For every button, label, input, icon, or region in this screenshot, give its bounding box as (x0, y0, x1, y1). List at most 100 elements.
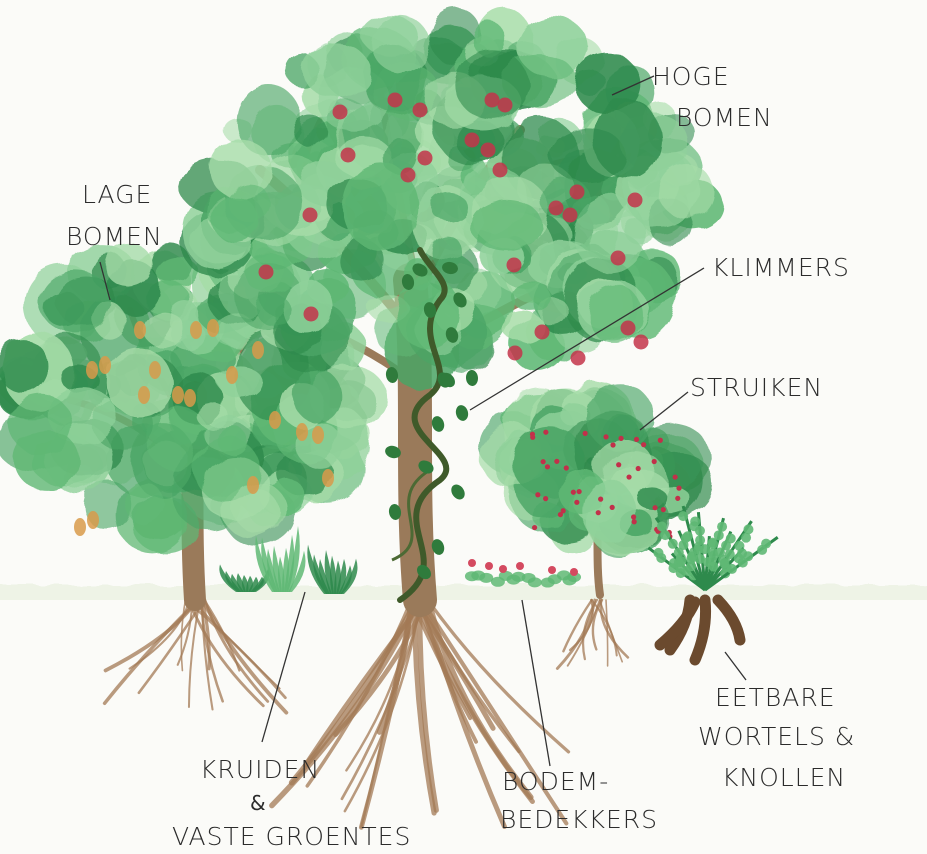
vine-leaf (430, 415, 446, 434)
vine-leaf (449, 482, 468, 502)
svg-text:BOMEN: BOMEN (66, 222, 163, 251)
apple (304, 307, 319, 322)
pear (138, 386, 150, 404)
apple (634, 335, 649, 350)
pear (312, 426, 324, 444)
pear (134, 321, 146, 339)
groundcover-leaf (528, 577, 542, 587)
vine-leaf (465, 370, 478, 387)
carrot-leaf (657, 521, 667, 531)
berry (543, 430, 548, 435)
berry (652, 459, 657, 464)
leaf-blob (293, 115, 327, 146)
leaf-blob (302, 44, 370, 97)
berry (673, 474, 678, 479)
berry (631, 514, 636, 519)
pear (269, 411, 281, 429)
svg-text:STRUIKEN: STRUIKEN (690, 373, 823, 402)
apple (507, 258, 522, 273)
svg-text:EETBARE: EETBARE (715, 683, 836, 712)
label-struiken: STRUIKEN (690, 373, 823, 402)
pear (86, 361, 98, 379)
groundcover-flower (548, 566, 556, 574)
apple (481, 143, 496, 158)
leaf-blob (218, 366, 262, 398)
leaf-blob (212, 197, 258, 243)
carrot-leaf (727, 564, 737, 574)
carrot-leaf (695, 526, 705, 536)
pear (74, 518, 86, 536)
berry (676, 486, 681, 491)
carrot-leaf (708, 539, 718, 549)
leaf-blob (39, 270, 112, 332)
apple (388, 93, 403, 108)
apple (508, 346, 523, 361)
leaf-blob (593, 98, 660, 178)
apple (498, 98, 513, 113)
pear (99, 356, 111, 374)
berry (626, 474, 631, 479)
carrot-leaf (714, 530, 724, 540)
groundcover-flower (570, 568, 578, 576)
berry (610, 505, 615, 510)
label-eetbare-wortels: EETBARE WORTELS & KNOLLEN (698, 683, 855, 792)
carrot-leaf (695, 535, 705, 545)
label-lage-bomen: LAGE BOMEN (66, 180, 163, 251)
berry (641, 442, 646, 447)
leaf-blob (659, 164, 714, 218)
pear (247, 476, 259, 494)
apple (549, 201, 564, 216)
berry (616, 462, 621, 467)
leaf-blob (471, 199, 543, 250)
berry (577, 489, 582, 494)
apple (493, 163, 508, 178)
berry (603, 434, 608, 439)
svg-text:KNOLLEN: KNOLLEN (722, 763, 846, 792)
berry (545, 464, 550, 469)
svg-text:VASTE GROENTES: VASTE GROENTES (172, 822, 411, 851)
apple (341, 148, 356, 163)
pear (207, 319, 219, 337)
berry (574, 500, 579, 505)
carrot-leaf (660, 530, 670, 540)
groundcover-flower (485, 562, 493, 570)
leaf-blob (431, 192, 467, 221)
leaf-blob (293, 369, 340, 423)
berry (535, 492, 540, 497)
berry (561, 508, 566, 513)
apple (570, 185, 585, 200)
carrot-leaf (743, 551, 753, 561)
carrot-leaf (726, 533, 736, 543)
berry (634, 437, 639, 442)
berry (583, 431, 588, 436)
vine-leaf (454, 404, 470, 422)
groundcover-flower (516, 562, 524, 570)
leaf-blob (455, 50, 528, 119)
pear (226, 366, 238, 384)
apple (259, 265, 274, 280)
svg-text:HOGE: HOGE (652, 62, 730, 91)
svg-text:&: & (250, 791, 266, 815)
berry (661, 507, 666, 512)
apple (571, 351, 586, 366)
label-klimmers: KLIMMERS (712, 253, 850, 282)
carrot-leaf (653, 548, 663, 558)
apple (465, 133, 480, 148)
carrot-leaf (678, 511, 688, 521)
carrot-leaf (690, 516, 700, 526)
berry (658, 438, 663, 443)
svg-text:KRUIDEN: KRUIDEN (200, 755, 320, 784)
leaf-blob (143, 311, 184, 347)
pear (252, 341, 264, 359)
carrot-leaf (683, 531, 693, 541)
pear (184, 389, 196, 407)
berry (632, 519, 637, 524)
groundcover-flower (499, 565, 507, 573)
apple (535, 325, 550, 340)
carrot-leaf (761, 539, 771, 549)
svg-text:BODEM-: BODEM- (502, 767, 609, 796)
leaf-blob (256, 294, 289, 326)
pear (172, 386, 184, 404)
apple (413, 103, 428, 118)
